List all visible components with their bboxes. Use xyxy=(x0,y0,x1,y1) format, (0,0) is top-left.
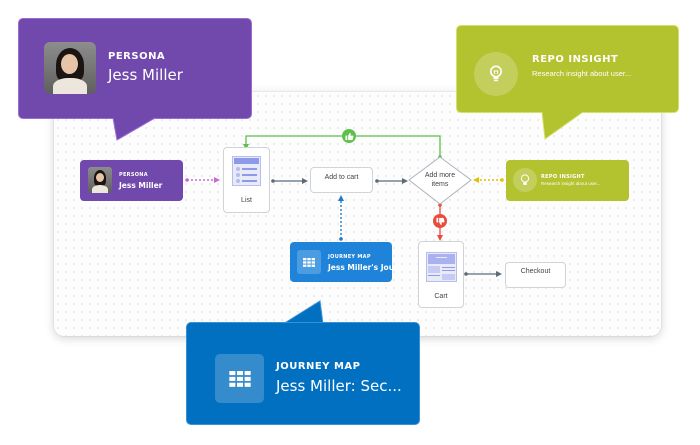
persona-callout[interactable]: PERSONA Jess Miller xyxy=(18,18,252,119)
repo-callout-type: REPO INSIGHT xyxy=(532,54,619,65)
flow-canvas[interactable] xyxy=(54,92,661,336)
journey-callout-tail xyxy=(282,300,324,325)
thumbs-down-icon[interactable] xyxy=(433,214,447,228)
repo-node-desc: Research insight about user... xyxy=(541,181,601,186)
connector-repo-to-decision xyxy=(473,177,504,183)
lightbulb-icon xyxy=(513,168,537,192)
journey-callout-type: JOURNEY MAP xyxy=(276,361,361,372)
add-to-cart-label: Add to cart xyxy=(324,174,359,181)
persona-node-name: Jess Miller xyxy=(119,181,163,190)
repo-insight-node[interactable]: REPO INSIGHT Research insight about user… xyxy=(506,160,629,201)
add-to-cart-node[interactable]: Add to cart xyxy=(310,167,373,193)
checkout-node[interactable]: Checkout xyxy=(505,262,566,288)
cart-wireframe-icon xyxy=(426,252,457,282)
grid-icon xyxy=(215,354,264,403)
repo-insight-callout[interactable]: REPO INSIGHT Research insight about user… xyxy=(456,25,679,113)
persona-callout-type: PERSONA xyxy=(108,51,166,62)
persona-callout-avatar xyxy=(44,42,96,94)
persona-node-type: PERSONA xyxy=(119,172,148,178)
grid-icon xyxy=(297,250,321,274)
journey-callout-name: Jess Miller: Sec... xyxy=(276,377,402,395)
repo-node-type: REPO INSIGHT xyxy=(541,174,585,180)
decision-node-label: Add more items xyxy=(424,172,456,188)
decision-node-shape[interactable] xyxy=(408,156,472,205)
persona-callout-name: Jess Miller xyxy=(108,66,183,84)
connector-cart-to-checkout xyxy=(464,271,502,277)
connector-add-to-cart-to-decision xyxy=(375,178,408,184)
cart-node[interactable]: Cart xyxy=(418,241,464,308)
journey-node-name: Jess Miller's Jou... xyxy=(328,263,403,272)
list-wireframe-icon xyxy=(232,156,261,186)
connector-persona-to-list xyxy=(185,177,220,183)
persona-avatar xyxy=(88,167,112,193)
list-node-label: List xyxy=(241,197,252,204)
journey-map-callout[interactable]: JOURNEY MAP Jess Miller: Sec... xyxy=(186,322,420,425)
thumbs-up-icon[interactable] xyxy=(342,129,356,143)
journey-map-node[interactable]: JOURNEY MAP Jess Miller's Jou... xyxy=(290,242,403,282)
persona-callout-tail xyxy=(112,117,156,141)
connector-journey-to-add-to-cart xyxy=(338,195,344,241)
repo-callout-tail xyxy=(541,111,584,140)
journey-node-type: JOURNEY MAP xyxy=(328,254,371,260)
checkout-label: Checkout xyxy=(520,268,551,275)
list-node[interactable]: List xyxy=(223,147,270,213)
persona-node[interactable]: PERSONA Jess Miller xyxy=(80,160,183,201)
cart-node-label: Cart xyxy=(434,293,448,300)
lightbulb-icon xyxy=(474,52,518,96)
repo-callout-desc: Research insight about user... xyxy=(532,69,632,78)
connector-list-to-add-to-cart xyxy=(271,178,308,184)
